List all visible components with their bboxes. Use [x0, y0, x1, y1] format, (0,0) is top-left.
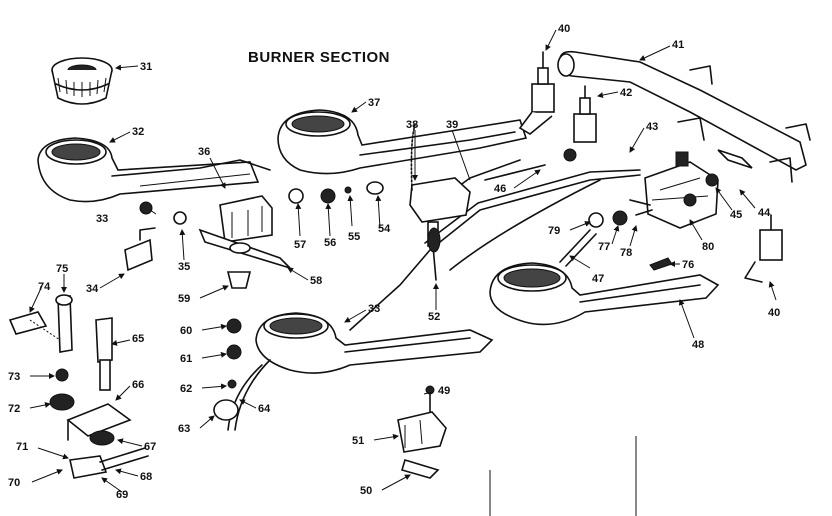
orifice-and-fitting-parts — [8, 227, 156, 479]
part-label: 56 — [324, 237, 336, 249]
part-label: 77 — [598, 241, 610, 253]
part-label: 70 — [8, 477, 20, 489]
part-label: 60 — [180, 325, 192, 337]
part-label: 40 — [768, 307, 780, 319]
part-label: 75 — [56, 263, 68, 275]
gas-manifold-pipe-part — [557, 50, 811, 183]
part-label: 46 — [494, 183, 506, 195]
part-label: 47 — [592, 273, 604, 285]
small-hardware-parts — [139, 149, 753, 421]
part-label: 35 — [178, 261, 190, 273]
right-front-burner-part — [489, 229, 720, 326]
part-label: 37 — [368, 97, 380, 109]
part-label: 61 — [180, 353, 192, 365]
gas-supply-tubing-part — [227, 159, 641, 431]
part-label: 40 — [558, 23, 570, 35]
part-label: 55 — [348, 231, 360, 243]
part-label: 79 — [548, 225, 560, 237]
part-label: 57 — [294, 239, 306, 251]
air-shutter-bracket-part — [198, 195, 291, 269]
part-label: 43 — [646, 121, 658, 133]
part-label: 51 — [352, 435, 364, 447]
left-front-burner-part — [255, 312, 494, 374]
part-label: 72 — [8, 403, 20, 415]
part-label: 64 — [258, 403, 271, 415]
part-label: 62 — [180, 383, 192, 395]
diagram-title: BURNER SECTION — [248, 49, 391, 66]
part-label: 54 — [378, 223, 391, 235]
part-label: 34 — [86, 283, 99, 295]
part-label: 39 — [446, 119, 458, 131]
part-label: 67 — [144, 441, 156, 453]
part-label: 71 — [16, 441, 28, 453]
part-label: 33 — [368, 303, 380, 315]
part-label: 76 — [682, 259, 694, 271]
left-rear-burner-part — [37, 137, 271, 203]
part-label: 33 — [96, 213, 108, 225]
part-label: 50 — [360, 485, 372, 497]
part-label: 59 — [178, 293, 190, 305]
part-label: 66 — [132, 379, 144, 391]
part-label: 48 — [692, 339, 704, 351]
part-label: 80 — [702, 241, 714, 253]
valve-body-part — [409, 124, 471, 281]
part-label: 74 — [38, 281, 51, 293]
part-label: 45 — [730, 209, 742, 221]
part-label: 41 — [672, 39, 684, 51]
part-label: 31 — [140, 61, 152, 73]
part-callouts: 31 32 33 34 35 36 37 38 39 40 41 42 — [8, 23, 780, 501]
part-label: 49 — [438, 385, 450, 397]
part-label: 65 — [132, 333, 144, 345]
part-label: 69 — [116, 489, 128, 501]
burner-valve-part — [518, 51, 783, 283]
part-label: 52 — [428, 311, 440, 323]
pressure-regulator-part — [629, 151, 719, 229]
part-label: 36 — [198, 146, 210, 158]
part-label: 63 — [178, 423, 190, 435]
part-label: 32 — [132, 126, 144, 138]
part-label: 58 — [310, 275, 322, 287]
part-label: 68 — [140, 471, 152, 483]
part-label: 38 — [406, 119, 418, 131]
right-rear-burner-part — [277, 109, 528, 175]
burner-cap-part — [51, 57, 113, 105]
part-label: 78 — [620, 247, 632, 259]
part-label: 42 — [620, 87, 632, 99]
part-label: 44 — [758, 207, 771, 219]
ignitor-bracket-part — [397, 385, 637, 516]
part-label: 73 — [8, 371, 20, 383]
